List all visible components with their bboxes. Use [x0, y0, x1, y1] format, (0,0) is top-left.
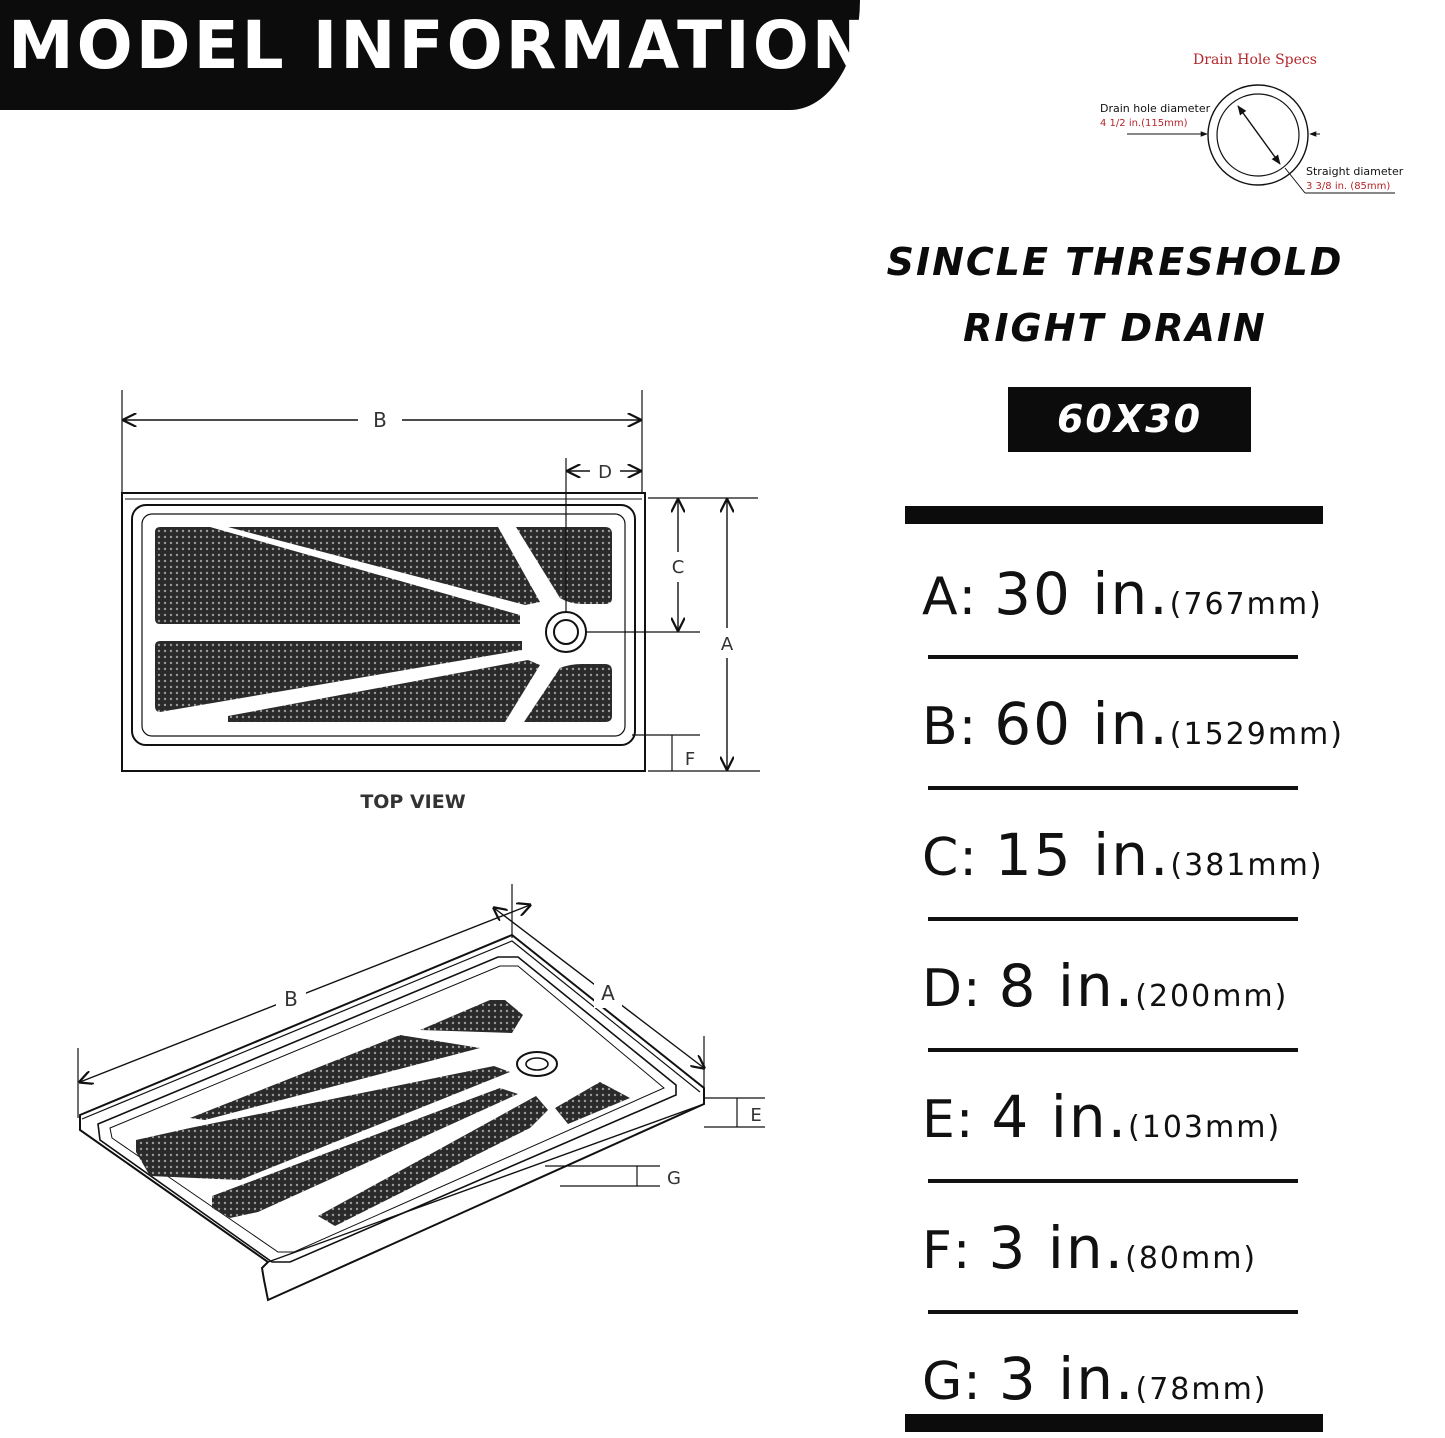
drain-inner-circle [1216, 93, 1300, 177]
iso-label-b: B [284, 987, 298, 1011]
spec-inches: 15 in. [994, 821, 1171, 889]
spec-inches: 3 in. [998, 1345, 1136, 1413]
iso-drain-inner [525, 1057, 549, 1071]
spec-inches: 4 in. [991, 1083, 1129, 1151]
spec-letter: B [922, 697, 959, 757]
tray-basin-inner [141, 513, 626, 737]
iso-label-g: G [667, 1168, 681, 1189]
size-badge: 60X30 [1008, 387, 1251, 452]
spec-mm: (1529mm) [1169, 717, 1344, 752]
straight-leader-line [1284, 167, 1306, 194]
spec-row-b: B:60 in.(1529mm) [922, 690, 1344, 758]
spec-letter: A [922, 567, 959, 627]
spec-row-c: C:15 in.(381mm) [922, 821, 1324, 889]
drain-specs-title: Drain Hole Specs [1193, 52, 1317, 68]
drain-diameter-line [1237, 105, 1281, 165]
top-label-d: D [598, 462, 612, 483]
spec-inches: 30 in. [994, 560, 1170, 628]
top-drain-inner [553, 619, 579, 645]
model-line-2: RIGHT DRAIN [963, 306, 1267, 350]
page-title: MODEL INFORMATION [8, 7, 871, 84]
iso-panel-5 [318, 1096, 548, 1226]
top-label-f: F [685, 749, 695, 770]
iso-panel-3 [136, 1066, 510, 1180]
drain-outer-circle [1207, 84, 1309, 186]
spec-inches: 8 in. [998, 952, 1136, 1020]
iso-view-diagram: B A E G [78, 884, 765, 1302]
hole-diameter-label: Drain hole diameter [1100, 102, 1211, 115]
top-panel-ray [228, 527, 540, 605]
straight-diameter-value: 3 3/8 in. (85mm) [1306, 181, 1390, 192]
spec-mm: (80mm) [1125, 1241, 1258, 1276]
spec-row-g: G:3 in.(78mm) [922, 1345, 1268, 1413]
spec-divider [928, 655, 1298, 659]
spec-divider [928, 1048, 1298, 1052]
straight-diameter-label: Straight diameter [1306, 165, 1404, 178]
hole-diameter-value: 4 1/2 in.(115mm) [1100, 118, 1188, 129]
iso-panel-6 [555, 1082, 630, 1124]
iso-label-e: E [750, 1105, 761, 1126]
spec-mm: (103mm) [1128, 1110, 1282, 1145]
spec-letter: E [922, 1090, 956, 1150]
spec-letter: C [922, 828, 960, 888]
top-panel-right-bottom [524, 664, 612, 722]
spec-divider [928, 786, 1298, 790]
top-panel-bottom-left [155, 641, 522, 712]
spec-inches: 60 in. [994, 690, 1170, 758]
top-thick-rule [905, 506, 1323, 524]
spec-inches: 3 in. [988, 1214, 1126, 1282]
spec-row-e: E:4 in.(103mm) [922, 1083, 1282, 1151]
iso-label-a: A [601, 981, 615, 1005]
spec-row-f: F:3 in.(80mm) [922, 1214, 1258, 1282]
iso-dim-b-gap [276, 982, 306, 1012]
top-label-b: B [373, 408, 387, 432]
tray-basin [131, 504, 636, 746]
top-view-diagram: B D C A F TOP VIEW [121, 390, 760, 813]
spec-letter: D [922, 959, 964, 1019]
top-panel-left [155, 527, 520, 624]
spec-mm: (78mm) [1135, 1372, 1268, 1407]
iso-dim-a-gap [594, 978, 622, 1008]
spec-mm: (381mm) [1170, 848, 1324, 883]
top-label-c: C [672, 557, 685, 578]
top-panel-right-top [516, 527, 612, 604]
spec-mm: (200mm) [1135, 979, 1289, 1014]
top-label-a: A [721, 634, 734, 655]
header-banner: MODEL INFORMATION [0, 0, 867, 110]
top-view-caption: TOP VIEW [360, 791, 465, 813]
spec-divider [928, 1179, 1298, 1183]
spec-divider [928, 1310, 1298, 1314]
spec-mm: (767mm) [1169, 587, 1323, 622]
spec-divider [928, 917, 1298, 921]
iso-threshold [79, 1103, 705, 1263]
iso-panel-4 [212, 1088, 518, 1218]
top-panel-bottom-ray [228, 660, 540, 722]
spec-letter: G [922, 1352, 964, 1412]
bottom-thick-rule [905, 1414, 1323, 1432]
spec-row-a: A:30 in.(767mm) [922, 560, 1323, 628]
model-line-1: SINCLE THRESHOLD [886, 240, 1344, 284]
spec-letter: F [922, 1221, 953, 1281]
drain-hole-specs: Drain Hole Specs Drain hole diameter 4 1… [1100, 52, 1404, 194]
spec-row-d: D:8 in.(200mm) [922, 952, 1289, 1020]
